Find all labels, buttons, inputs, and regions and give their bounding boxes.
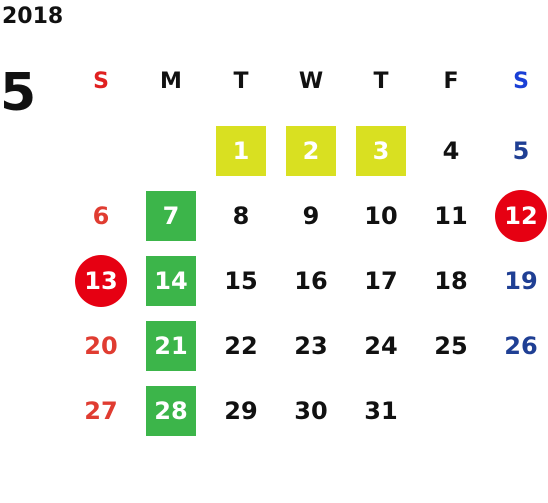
- empty-day-cell: [486, 380, 548, 442]
- day-number: 17: [364, 267, 398, 295]
- day-cell-11[interactable]: 11: [416, 185, 486, 247]
- day-number: 3: [372, 137, 390, 165]
- day-cell-15[interactable]: 15: [206, 250, 276, 312]
- week-row: 20 21 22 23 24 25 26: [66, 315, 548, 377]
- day-number: 12: [504, 202, 538, 230]
- day-cell-7[interactable]: 7: [136, 185, 206, 247]
- day-number: 10: [364, 202, 398, 230]
- day-number: 23: [294, 332, 328, 360]
- day-number: 20: [84, 332, 118, 360]
- month-number: 5: [0, 63, 37, 123]
- green-highlight-marker: [146, 321, 196, 371]
- day-number: 18: [434, 267, 468, 295]
- day-cell-10[interactable]: 10: [346, 185, 416, 247]
- day-cell-9[interactable]: 9: [276, 185, 346, 247]
- week-row: 1 2 3 4 5: [66, 120, 548, 182]
- day-cell-4[interactable]: 4: [416, 120, 486, 182]
- day-cell-26[interactable]: 26: [486, 315, 548, 377]
- weekday-header-wed: W: [298, 68, 324, 94]
- weekday-header-mon: M: [160, 68, 182, 94]
- green-highlight-marker: [146, 256, 196, 306]
- green-highlight-marker: [146, 191, 196, 241]
- day-number: 5: [512, 137, 530, 165]
- week-row: 13 14 15 16 17 18 19: [66, 250, 548, 312]
- weekday-header-sat: S: [513, 68, 529, 94]
- day-cell-23[interactable]: 23: [276, 315, 346, 377]
- empty-day-cell: [416, 380, 486, 442]
- day-number: 7: [162, 202, 180, 230]
- day-cell-5[interactable]: 5: [486, 120, 548, 182]
- day-number: 9: [302, 202, 320, 230]
- day-cell-3[interactable]: 3: [346, 120, 416, 182]
- weekday-header-sun: S: [93, 68, 109, 94]
- day-cell-12[interactable]: 12: [486, 185, 548, 247]
- yellow-highlight-marker: [216, 126, 266, 176]
- weekday-header-tue: T: [233, 68, 249, 94]
- day-number: 19: [504, 267, 538, 295]
- day-cell-6[interactable]: 6: [66, 185, 136, 247]
- week-row: 6 7 8 9 10 11 12: [66, 185, 548, 247]
- day-number: 28: [154, 397, 188, 425]
- empty-day-cell: [136, 120, 206, 182]
- day-cell-1[interactable]: 1: [206, 120, 276, 182]
- day-number: 4: [442, 137, 460, 165]
- day-number: 29: [224, 397, 258, 425]
- day-number: 1: [232, 137, 250, 165]
- weekday-header-thu: T: [373, 68, 389, 94]
- day-cell-8[interactable]: 8: [206, 185, 276, 247]
- day-cell-20[interactable]: 20: [66, 315, 136, 377]
- day-number: 26: [504, 332, 538, 360]
- green-highlight-marker: [146, 386, 196, 436]
- day-cell-29[interactable]: 29: [206, 380, 276, 442]
- day-number: 31: [364, 397, 398, 425]
- weekday-header-fri: F: [443, 68, 459, 94]
- day-number: 16: [294, 267, 328, 295]
- day-cell-18[interactable]: 18: [416, 250, 486, 312]
- day-number: 27: [84, 397, 118, 425]
- day-cell-14[interactable]: 14: [136, 250, 206, 312]
- day-number: 6: [92, 202, 110, 230]
- day-cell-30[interactable]: 30: [276, 380, 346, 442]
- holiday-circle-marker: [75, 255, 127, 307]
- day-cell-24[interactable]: 24: [346, 315, 416, 377]
- day-number: 2: [302, 137, 320, 165]
- day-number: 13: [84, 267, 118, 295]
- day-number: 8: [232, 202, 250, 230]
- day-number: 14: [154, 267, 188, 295]
- day-number: 24: [364, 332, 398, 360]
- week-row: 27 28 29 30 31: [66, 380, 548, 442]
- yellow-highlight-marker: [356, 126, 406, 176]
- day-cell-2[interactable]: 2: [276, 120, 346, 182]
- day-number: 21: [154, 332, 188, 360]
- day-number: 22: [224, 332, 258, 360]
- day-cell-28[interactable]: 28: [136, 380, 206, 442]
- day-cell-16[interactable]: 16: [276, 250, 346, 312]
- day-cell-31[interactable]: 31: [346, 380, 416, 442]
- holiday-circle-marker: [495, 190, 547, 242]
- day-cell-22[interactable]: 22: [206, 315, 276, 377]
- day-number: 15: [224, 267, 258, 295]
- day-cell-21[interactable]: 21: [136, 315, 206, 377]
- day-cell-19[interactable]: 19: [486, 250, 548, 312]
- empty-day-cell: [66, 120, 136, 182]
- day-cell-13[interactable]: 13: [66, 250, 136, 312]
- day-number: 25: [434, 332, 468, 360]
- day-number: 11: [434, 202, 468, 230]
- year-label: 2018: [2, 4, 64, 29]
- day-cell-27[interactable]: 27: [66, 380, 136, 442]
- day-cell-17[interactable]: 17: [346, 250, 416, 312]
- day-cell-25[interactable]: 25: [416, 315, 486, 377]
- day-number: 30: [294, 397, 328, 425]
- yellow-highlight-marker: [286, 126, 336, 176]
